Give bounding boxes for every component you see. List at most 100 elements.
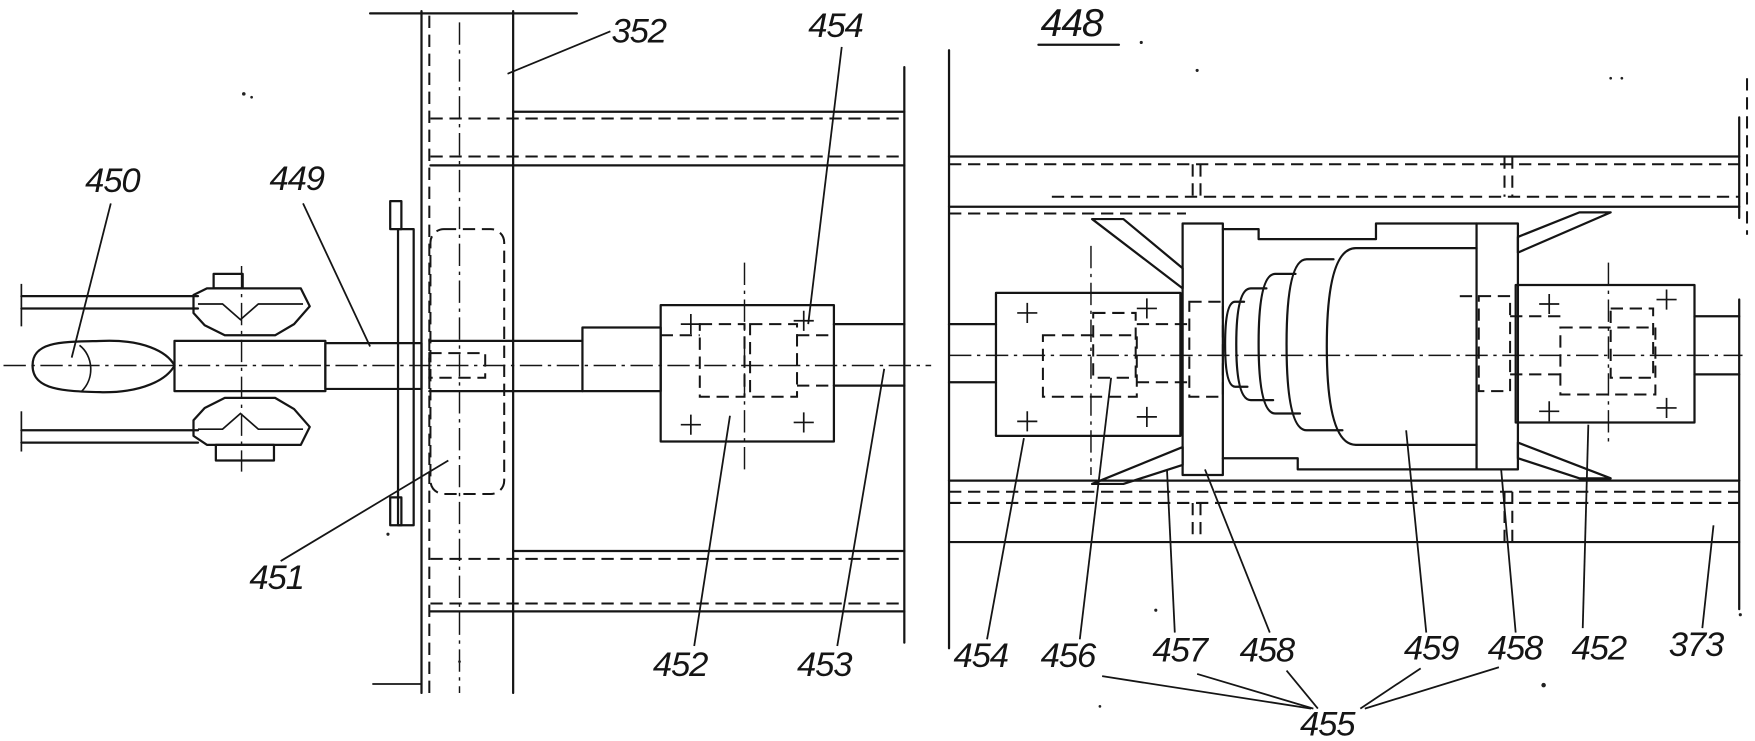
scan-speck bbox=[242, 92, 246, 96]
callout-455: 455 bbox=[1300, 705, 1356, 741]
bolt-cross bbox=[793, 412, 814, 433]
leader-line bbox=[302, 203, 371, 347]
wedge-guide bbox=[1516, 211, 1612, 254]
scan-speck bbox=[1738, 613, 1742, 617]
plate-tab bbox=[389, 200, 403, 231]
telescope-stage bbox=[1285, 258, 1344, 432]
plate-452-left bbox=[659, 262, 836, 470]
bolt-cross bbox=[680, 314, 701, 335]
callout-449: 449 bbox=[270, 160, 325, 198]
leader-line bbox=[1581, 424, 1590, 629]
bolt-cross bbox=[1656, 397, 1677, 418]
lower-jaw-detail bbox=[197, 412, 304, 431]
cylinder-body bbox=[1325, 247, 1478, 446]
plate-body bbox=[994, 291, 1182, 437]
bolt-cross bbox=[1017, 411, 1038, 432]
scan-speck bbox=[1098, 705, 1102, 708]
scan-speck bbox=[1620, 76, 1624, 80]
leader-line-455 bbox=[1364, 666, 1500, 710]
nozzle-450 bbox=[31, 339, 176, 394]
leader-line bbox=[507, 30, 611, 75]
leader-line bbox=[280, 459, 449, 562]
leader-line bbox=[986, 437, 1025, 640]
plate-hidden-pocket bbox=[1041, 334, 1138, 398]
connecting-shafts bbox=[947, 315, 1741, 384]
flange-body bbox=[1475, 222, 1520, 471]
callout-458-right: 458 bbox=[1488, 629, 1544, 667]
leader-line-455 bbox=[1196, 673, 1314, 710]
leader-line-455 bbox=[1285, 670, 1319, 710]
coupling-jaws bbox=[192, 266, 311, 472]
plate-452-right bbox=[1514, 262, 1696, 442]
plate-454 bbox=[994, 245, 1182, 475]
callout-457: 457 bbox=[1152, 632, 1209, 670]
bolt-cross bbox=[1539, 401, 1560, 422]
housing-top-edge bbox=[1221, 222, 1478, 241]
plate-hidden-outline bbox=[429, 228, 506, 496]
scan-speck bbox=[1609, 76, 1613, 80]
left-view bbox=[3, 10, 932, 695]
wedge-guide bbox=[1516, 441, 1612, 480]
leader-line-455 bbox=[1359, 667, 1422, 710]
upper-jaw bbox=[192, 287, 311, 337]
flange-hidden-bore bbox=[1477, 295, 1512, 393]
callout-453: 453 bbox=[797, 646, 852, 684]
scan-speck bbox=[386, 532, 390, 536]
jaw-top-lug bbox=[212, 272, 244, 290]
bolt-cross bbox=[1539, 293, 1560, 315]
shaft-453 bbox=[832, 323, 906, 387]
leader-lines bbox=[70, 30, 1715, 710]
plate-tab bbox=[389, 496, 403, 527]
right-edge bbox=[1738, 78, 1749, 611]
callout-452-right: 452 bbox=[1572, 629, 1627, 667]
bolt-cross bbox=[1017, 302, 1038, 323]
leader-line-455 bbox=[1102, 675, 1312, 710]
bolt-cross bbox=[1656, 289, 1677, 310]
plate-hidden-pocket bbox=[749, 323, 799, 398]
flange-458-right bbox=[1475, 222, 1520, 471]
leader-line bbox=[1701, 525, 1715, 629]
leader-line bbox=[836, 368, 886, 647]
scan-speck bbox=[1139, 40, 1143, 45]
lower-beam bbox=[947, 479, 1741, 544]
shaft-segment bbox=[324, 342, 423, 391]
flange-458-left bbox=[1181, 222, 1224, 477]
upper-beam bbox=[947, 155, 1741, 215]
right-view bbox=[947, 49, 1749, 650]
scan-speck bbox=[1195, 68, 1199, 72]
wedge-guide bbox=[1090, 217, 1184, 290]
nozzle-body bbox=[31, 339, 176, 394]
telescope-stage bbox=[1223, 300, 1249, 388]
leader-line bbox=[693, 415, 731, 647]
telescope-stage bbox=[1257, 272, 1302, 415]
jaw-bolt bbox=[214, 443, 276, 462]
upper-jaw-detail bbox=[197, 303, 304, 321]
callout-459: 459 bbox=[1404, 629, 1459, 667]
figure-number: 448 bbox=[1041, 2, 1104, 45]
leader-line bbox=[1405, 430, 1428, 633]
scan-speck bbox=[250, 95, 253, 99]
bolt-cross bbox=[680, 414, 701, 435]
telescope-stage bbox=[1235, 287, 1275, 402]
plate-hidden-pocket bbox=[1092, 311, 1137, 379]
housing-bottom-edge bbox=[1221, 457, 1478, 471]
leader-line bbox=[1078, 377, 1112, 640]
leader-line bbox=[1500, 469, 1517, 633]
guide-rails bbox=[20, 283, 200, 452]
scan-speck bbox=[1541, 682, 1546, 688]
leader-line bbox=[1166, 469, 1176, 633]
housing bbox=[1221, 222, 1478, 471]
leader-line bbox=[70, 203, 112, 358]
shaft-hidden-section bbox=[428, 352, 487, 379]
callout-450: 450 bbox=[85, 162, 140, 200]
plate-body bbox=[1514, 283, 1696, 424]
flange-hidden-bore bbox=[1188, 300, 1224, 398]
callout-454-top: 454 bbox=[808, 7, 862, 45]
callout-373: 373 bbox=[1669, 626, 1724, 664]
callout-labels: 448 352 454 450 449 451 452 453 454 456 … bbox=[85, 2, 1725, 741]
cylinder-459 bbox=[1223, 247, 1478, 446]
scan-speck bbox=[458, 660, 461, 663]
wedge-guide bbox=[1090, 445, 1184, 486]
callout-456: 456 bbox=[1041, 637, 1097, 675]
